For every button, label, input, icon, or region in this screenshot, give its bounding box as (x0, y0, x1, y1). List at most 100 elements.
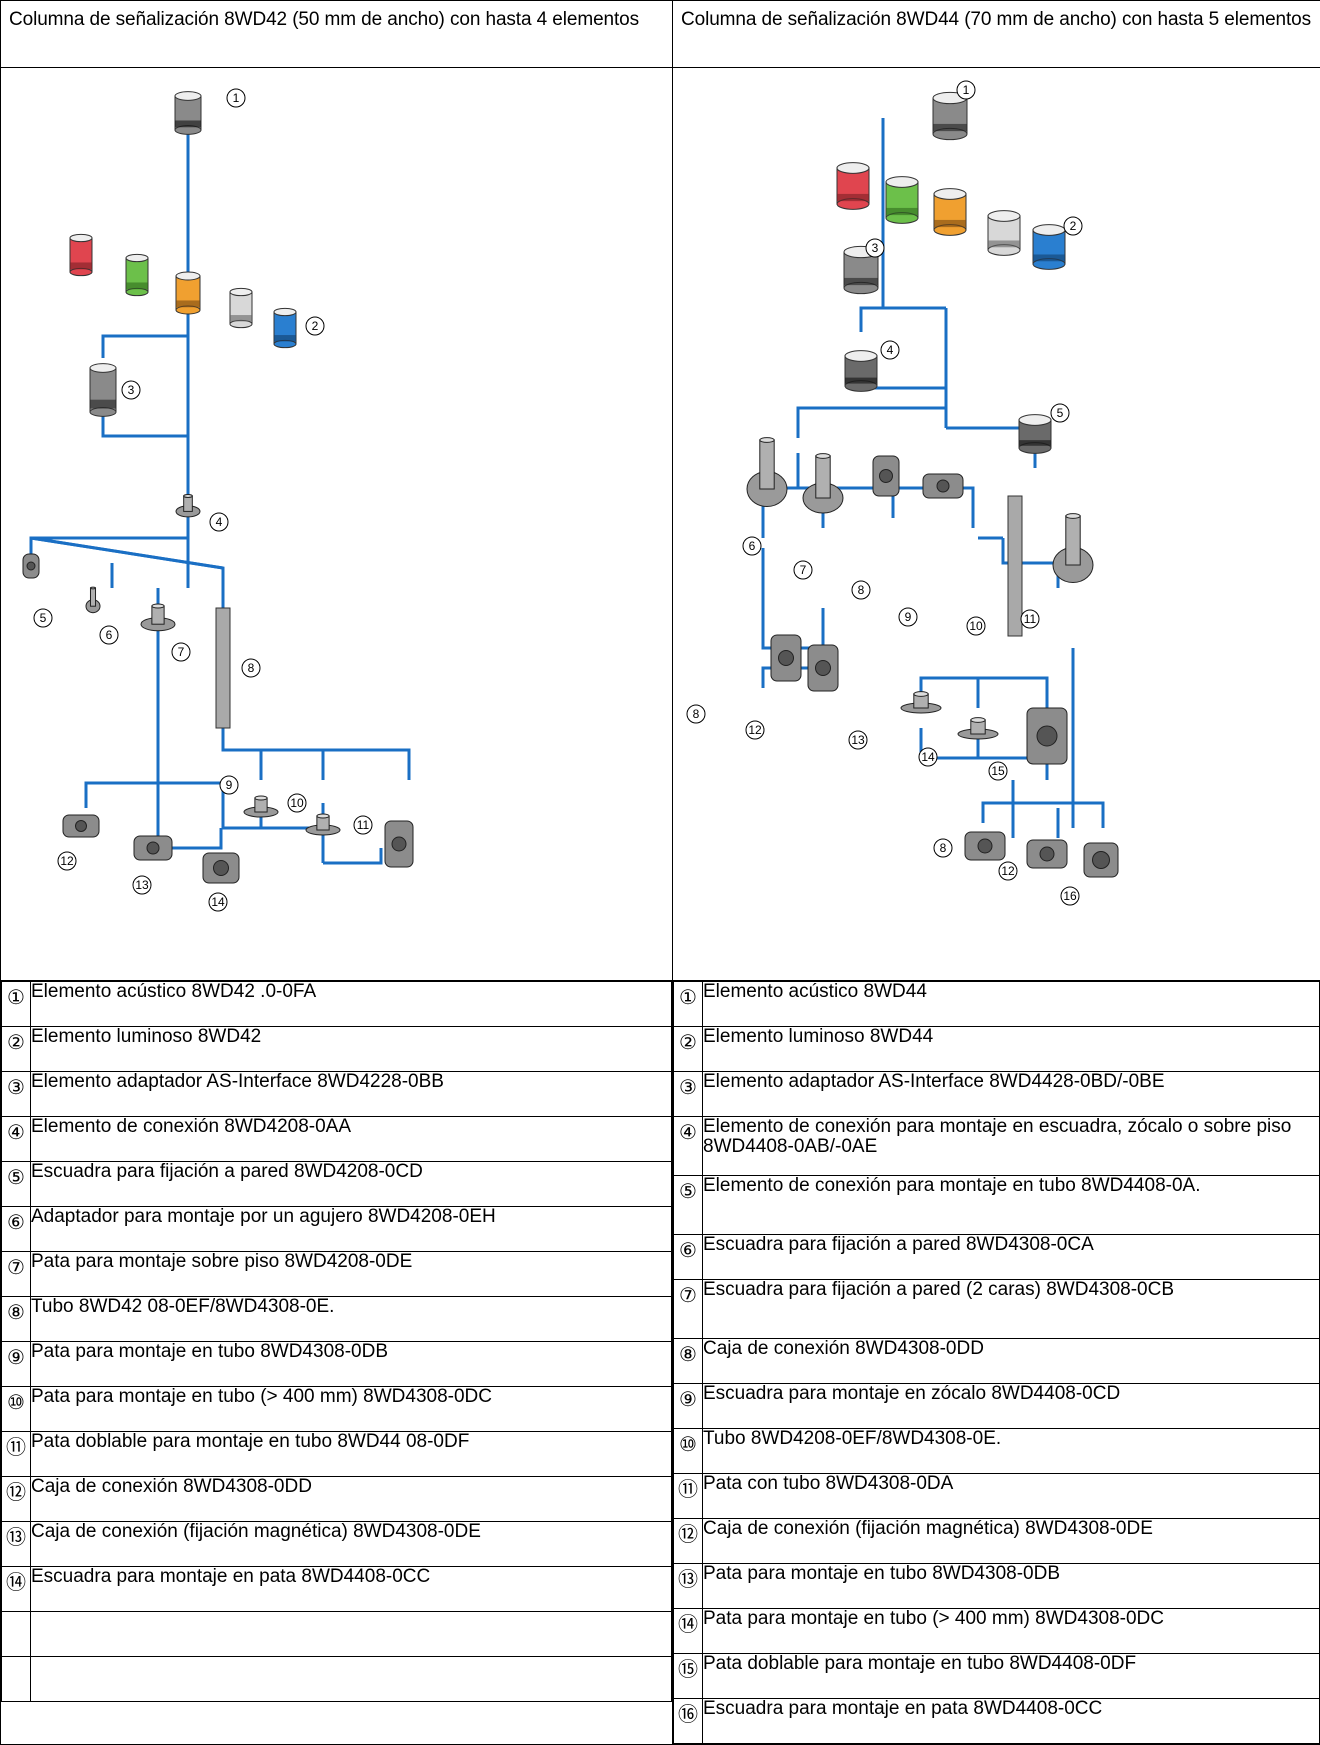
callout-5: 5 (1051, 404, 1069, 422)
right-legend-number: ⑬ (674, 1564, 703, 1609)
right-legend-number: ⑥ (674, 1235, 703, 1280)
left-legend-number: ⑬ (2, 1522, 31, 1567)
green-light-element (126, 254, 148, 295)
connector-line (103, 336, 188, 358)
right-legend-number: ⑩ (674, 1429, 703, 1474)
callout-4: 4 (210, 513, 228, 531)
magnetic-box-bottom-part (1040, 847, 1054, 861)
right-legend-number: ④ (674, 1117, 703, 1176)
one-hole-adapter-part (90, 587, 95, 589)
left-legend-text: Elemento de conexión 8WD4208-0AA (31, 1117, 672, 1162)
left-legend-number: ③ (2, 1072, 31, 1117)
asi-adapter-element-part (90, 408, 116, 417)
left-legend-text (31, 1657, 672, 1702)
connection-element-bracket-part (845, 378, 877, 384)
orange-light-element-part (176, 300, 200, 307)
foot-with-tube-part (1066, 514, 1080, 519)
white-light-element-part (988, 240, 1020, 247)
tube-foot-400-part (971, 718, 985, 723)
right-legend-text: Tubo 8WD4208-0EF/8WD4308-0E. (703, 1429, 1320, 1474)
connection-element (176, 495, 200, 517)
left-legend-text: Elemento luminoso 8WD42 (31, 1027, 672, 1072)
callout-number: 8 (693, 707, 700, 721)
right-legend-number: ⑭ (674, 1609, 703, 1654)
callout-3: 3 (122, 381, 140, 399)
callout-number: 3 (872, 241, 879, 255)
left-legend-text: Escuadra para montaje en pata 8WD4408-0C… (31, 1567, 672, 1612)
orange-light-element-part (176, 272, 200, 280)
tube-foot-400 (306, 814, 340, 835)
blue-light-element-part (274, 335, 296, 341)
left-legend-number: ⑤ (2, 1162, 31, 1207)
callout-number: 3 (128, 383, 135, 397)
callout-6: 6 (100, 626, 118, 644)
callout-number: 12 (60, 854, 74, 868)
left-legend-number: ⑨ (2, 1342, 31, 1387)
green-light-element-part (886, 208, 918, 215)
magnetic-box-bottom (1027, 840, 1067, 868)
right-legend-number: ⑯ (674, 1699, 703, 1744)
acoustic-element-part (175, 120, 201, 127)
connector-line (223, 783, 323, 828)
callout-4: 4 (881, 341, 899, 359)
left-legend-number: ⑭ (2, 1567, 31, 1612)
blue-light-element-part (274, 308, 296, 315)
callout-7: 7 (794, 561, 812, 579)
connector-line (798, 408, 946, 438)
callout-number: 12 (1001, 864, 1015, 878)
left-legend-text: Pata doblable para montaje en tubo 8WD44… (31, 1432, 672, 1477)
asi-adapter-element-part (844, 278, 878, 285)
wall-bracket-part (760, 438, 774, 443)
callout-number: 13 (851, 733, 865, 747)
hinged-tube-foot-part (1037, 726, 1057, 746)
callout-8: 8 (934, 839, 952, 857)
connection-element-tube-part (1019, 415, 1051, 426)
right-legend-number: ⑤ (674, 1176, 703, 1235)
left-legend-number: ⑫ (2, 1477, 31, 1522)
connection-box (873, 456, 899, 496)
right-legend-number: ⑮ (674, 1654, 703, 1699)
magnetic-connection-box (134, 836, 172, 860)
red-light-element-part (70, 268, 92, 275)
right-legend-text: Escuadra para montaje en pata 8WD4408-0C… (703, 1699, 1320, 1744)
connection-box-bottom-part (978, 839, 992, 853)
callout-number: 1 (963, 83, 970, 97)
floor-foot-part (152, 604, 164, 608)
right-legend-number: ⑧ (674, 1339, 703, 1384)
floor-foot-part (152, 606, 164, 624)
connector-line (86, 783, 223, 808)
right-legend-number: ⑪ (674, 1474, 703, 1519)
callout-10: 10 (288, 794, 306, 812)
red-light-element (837, 163, 869, 210)
right-legend-number: ③ (674, 1072, 703, 1117)
callout-number: 4 (887, 343, 894, 357)
orange-light-element (176, 272, 200, 314)
right-legend-text: Elemento de conexión para montaje en tub… (703, 1176, 1320, 1235)
white-light-element-part (230, 288, 252, 295)
tube-part (1008, 496, 1022, 636)
base-bracket (923, 474, 963, 498)
connection-element-bracket-part (845, 351, 877, 362)
right-legend-number: ⑨ (674, 1384, 703, 1429)
connector-line (921, 678, 1047, 708)
connection-box-part (76, 821, 87, 832)
white-light-element (988, 211, 1020, 256)
wall-bracket-2-sides-part (816, 454, 830, 459)
connection-element-tube-part (1019, 440, 1051, 446)
connector-line (223, 728, 409, 780)
connection-box-lower (771, 635, 801, 681)
left-legend-text: Adaptador para montaje por un agujero 8W… (31, 1207, 672, 1252)
callout-number: 8 (248, 661, 255, 675)
